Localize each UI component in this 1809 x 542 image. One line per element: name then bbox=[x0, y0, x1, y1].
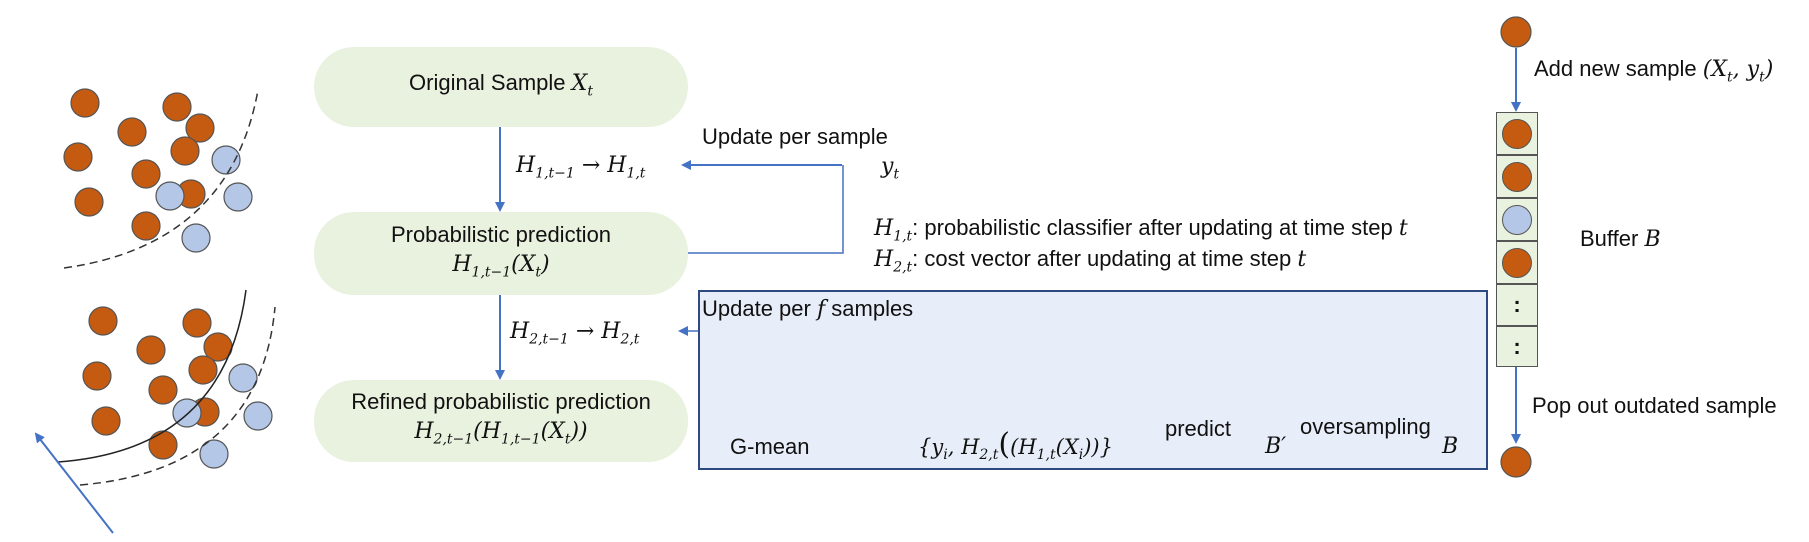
predict-label: predict bbox=[1165, 416, 1232, 441]
bottom-orange-dot bbox=[91, 406, 121, 436]
set-expression: {yi, H2,t((H1,t(Xi))} bbox=[918, 427, 1113, 464]
periodic-update-panel bbox=[698, 290, 1488, 470]
bottom-orange-dot bbox=[188, 355, 218, 385]
top-blue-dot bbox=[181, 223, 211, 253]
update-per-sample-label: Update per sample bbox=[702, 124, 888, 149]
gmean-label: G-mean bbox=[730, 434, 810, 459]
refined-prediction-box: Refined probabilistic prediction H2,t−1(… bbox=[314, 380, 688, 462]
buffer-cell bbox=[1496, 241, 1538, 284]
top-orange-dot bbox=[131, 159, 161, 189]
top-blue-dot bbox=[211, 145, 241, 175]
outdated-sample-dot bbox=[1500, 446, 1532, 478]
original-sample-label: Original Sample bbox=[409, 69, 566, 95]
top-blue-dot bbox=[155, 181, 185, 211]
buffer-ellipsis: : bbox=[1513, 333, 1521, 359]
bottom-orange-dot bbox=[148, 430, 178, 460]
buffer-cell bbox=[1496, 155, 1538, 198]
top-orange-dot bbox=[170, 136, 200, 166]
top-orange-dot bbox=[63, 142, 93, 172]
bottom-orange-dot bbox=[182, 308, 212, 338]
top-orange-dot bbox=[185, 113, 215, 143]
b-label: B bbox=[1442, 434, 1459, 459]
original-sample-box: Original Sample Xt bbox=[314, 47, 688, 127]
legend-h1: H1,t: probabilistic classifier after upd… bbox=[874, 215, 1408, 245]
scatter-plot-top bbox=[63, 88, 253, 253]
b-prime-label: B′ bbox=[1265, 434, 1287, 459]
refined-prediction-expr: H2,t−1(H1,t−1(Xt)) bbox=[414, 419, 588, 448]
top-orange-dot bbox=[117, 117, 147, 147]
connector-prob-to-yt bbox=[688, 165, 844, 254]
probabilistic-prediction-expr: H1,t−1(Xt) bbox=[452, 251, 550, 281]
bottom-orange-dot bbox=[148, 375, 178, 405]
bottom-orange-dot bbox=[82, 361, 112, 391]
probabilistic-prediction-box: Probabilistic prediction H1,t−1(Xt) bbox=[314, 212, 688, 295]
h1-transition-label: H1,t−1 → H1,t bbox=[516, 153, 646, 182]
legend-h2: H2,t: cost vector after updating at time… bbox=[874, 246, 1307, 276]
dashed-boundary-top bbox=[63, 89, 259, 269]
dashed-boundary-bottom bbox=[79, 306, 276, 486]
top-orange-dot bbox=[74, 187, 104, 217]
original-sample-var: Xt bbox=[571, 70, 593, 100]
solid-boundary-bottom bbox=[57, 289, 247, 463]
new-sample-dot bbox=[1500, 16, 1532, 48]
buffer-cell bbox=[1496, 198, 1538, 241]
bottom-blue-dot bbox=[228, 363, 258, 393]
buffer-cell: : bbox=[1496, 284, 1538, 326]
drift-arrow bbox=[34, 432, 114, 534]
refined-prediction-title: Refined probabilistic prediction bbox=[351, 389, 651, 415]
buffer-orange-dot bbox=[1502, 161, 1532, 192]
update-per-f-label: Update per f samples bbox=[702, 296, 914, 322]
top-blue-dot bbox=[223, 182, 253, 212]
probabilistic-prediction-title: Probabilistic prediction bbox=[390, 221, 612, 247]
yt-label: yt bbox=[881, 154, 900, 183]
buffer-label: Buffer B bbox=[1580, 226, 1661, 252]
pop-out-label: Pop out outdated sample bbox=[1532, 393, 1777, 418]
bottom-blue-dot bbox=[243, 401, 273, 431]
buffer-orange-dot bbox=[1502, 247, 1532, 278]
buffer-ellipsis: : bbox=[1513, 292, 1521, 317]
top-orange-dot bbox=[131, 211, 161, 241]
scatter-plot-bottom bbox=[82, 306, 273, 469]
buffer-blue-dot bbox=[1502, 204, 1532, 235]
bottom-orange-dot bbox=[136, 335, 166, 365]
h2-transition-label: H2,t−1 → H2,t bbox=[510, 319, 640, 348]
add-new-sample-label: Add new sample (Xt, yt) bbox=[1534, 56, 1774, 86]
bottom-blue-dot bbox=[199, 439, 229, 469]
oversampling-label: oversampling bbox=[1300, 414, 1431, 439]
bottom-orange-dot bbox=[88, 306, 118, 336]
top-orange-dot bbox=[70, 88, 100, 118]
buffer-orange-dot bbox=[1502, 118, 1532, 149]
buffer-cell: : bbox=[1496, 326, 1538, 367]
buffer-cell bbox=[1496, 112, 1538, 155]
top-orange-dot bbox=[162, 92, 192, 122]
